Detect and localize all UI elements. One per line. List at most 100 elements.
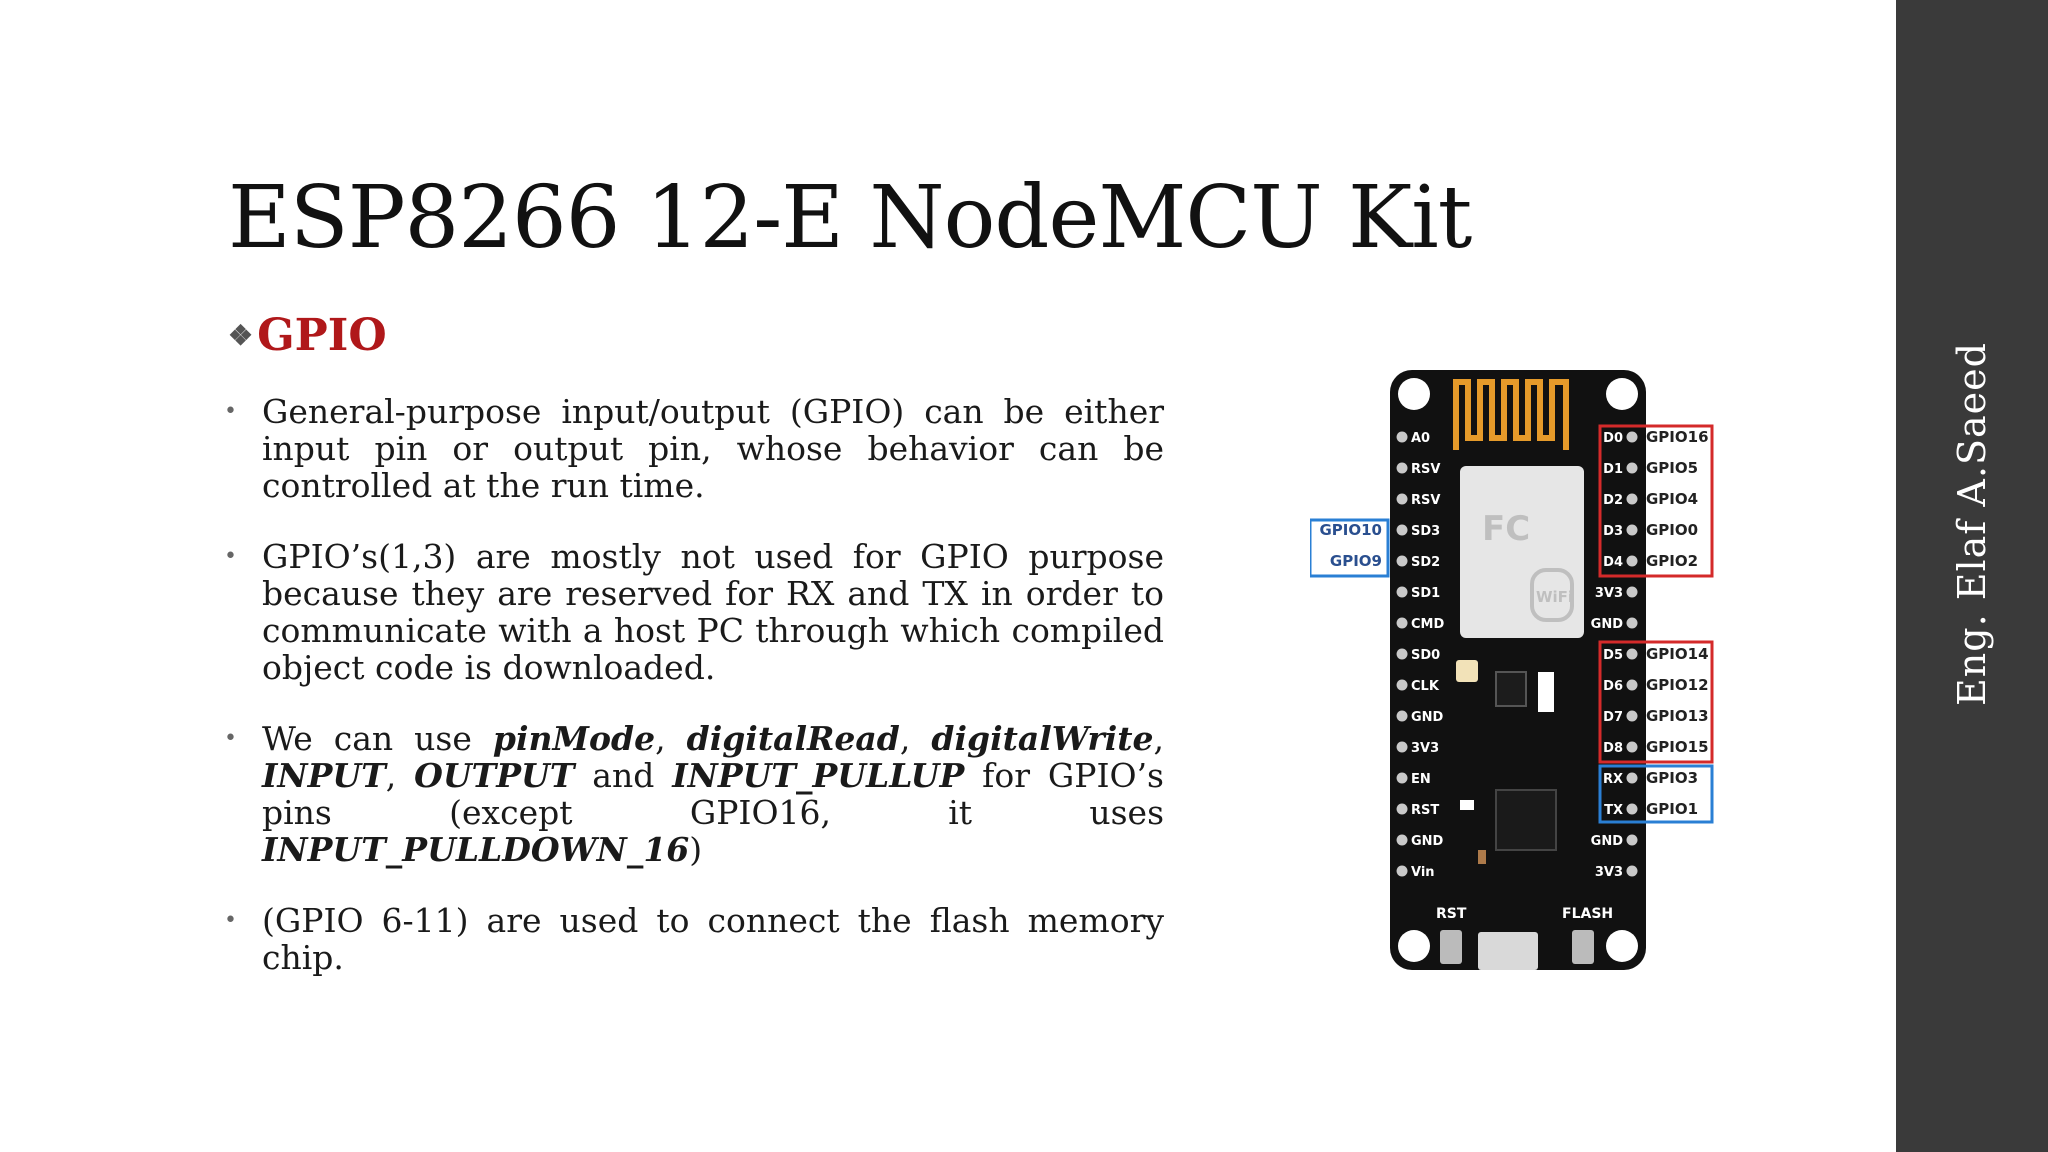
list-item: • GPIO’s(1,3) are mostly not used for GP… <box>220 538 1164 686</box>
right-pin-label: D8 <box>1603 741 1623 756</box>
right-pin-label: D5 <box>1603 648 1623 663</box>
capacitor <box>1538 672 1554 712</box>
pin-pad <box>1626 803 1638 815</box>
pin-pad <box>1396 524 1408 536</box>
diamond-bullet-icon: ❖ <box>228 319 254 352</box>
pin-pad <box>1626 493 1638 505</box>
bullet-text: GPIO’s(1,3) are mostly not used for GPIO… <box>262 537 1164 687</box>
left-pin-label: SD2 <box>1411 555 1440 570</box>
pin-pad <box>1396 834 1408 846</box>
left-pin-label: RST <box>1411 803 1439 818</box>
right-pin-label: GND <box>1591 617 1624 632</box>
antenna-trace <box>1453 379 1569 450</box>
pin-pad <box>1626 524 1638 536</box>
pin-pad <box>1626 462 1638 474</box>
mounting-hole <box>1606 378 1638 410</box>
bullet-text: We can use pinMode, digitalRead, digital… <box>262 720 1164 868</box>
pin-pad <box>1626 617 1638 629</box>
right-pin-label: D1 <box>1603 462 1623 477</box>
gpio-label: GPIO13 <box>1646 707 1709 725</box>
slide-title: ESP8266 12-E NodeMCU Kit <box>228 168 1472 268</box>
right-pin-label: TX <box>1604 803 1623 818</box>
left-pin-label: CMD <box>1411 617 1444 632</box>
gpio-right-top-box <box>1598 424 1714 578</box>
pin-pad <box>1396 586 1408 598</box>
right-pin-label: D3 <box>1603 524 1623 539</box>
right-pin-label: D7 <box>1603 710 1623 725</box>
pin-pad <box>1626 710 1638 722</box>
left-pin-label: SD0 <box>1411 648 1440 663</box>
bullet-list: • General-purpose input/output (GPIO) ca… <box>220 393 1164 1010</box>
text-run: , <box>385 756 415 795</box>
left-pin-label: Vin <box>1411 865 1435 880</box>
left-pin-label: SD3 <box>1411 524 1440 539</box>
gpio-label: GPIO4 <box>1646 490 1698 508</box>
left-pin-label: RSV <box>1411 462 1440 477</box>
text-run: and <box>574 756 673 795</box>
right-pin-label: RX <box>1603 772 1623 787</box>
left-pin-label: RSV <box>1411 493 1440 508</box>
side-bar <box>1896 0 2048 1152</box>
wifi-logo: WiFi <box>1536 588 1573 606</box>
keyword: INPUT_PULLDOWN_16 <box>262 830 690 869</box>
right-pin-label: GND <box>1591 834 1624 849</box>
pin-pad <box>1626 679 1638 691</box>
pin-pad <box>1396 462 1408 474</box>
bullet-text: General-purpose input/output (GPIO) can … <box>262 392 1164 505</box>
left-pin-label: CLK <box>1411 679 1440 694</box>
gpio-right-mid-box <box>1598 640 1714 764</box>
gpio-label: GPIO2 <box>1646 552 1698 570</box>
section-heading: ❖ GPIO <box>228 310 387 361</box>
text-run: , <box>1153 719 1165 758</box>
list-item: • (GPIO 6-11) are used to connect the fl… <box>220 902 1164 976</box>
text-run: for GPIO’s pins (except GPIO16, it uses <box>262 756 1164 832</box>
rst-button[interactable] <box>1440 930 1462 964</box>
pin-pad <box>1396 555 1408 567</box>
keyword: INPUT <box>262 756 386 795</box>
pin-pad <box>1626 741 1638 753</box>
text-run: We can use <box>262 719 493 758</box>
right-pin-label: 3V3 <box>1595 586 1623 601</box>
list-item: • We can use pinMode, digitalRead, digit… <box>220 720 1164 868</box>
text-run: ) <box>689 830 703 869</box>
mounting-hole <box>1606 930 1638 962</box>
pin-pad <box>1626 772 1638 784</box>
bullet-dot-icon: • <box>224 399 237 424</box>
pin-pad <box>1396 803 1408 815</box>
board-body <box>1390 370 1646 970</box>
usb-uart-chip <box>1495 789 1557 851</box>
gpio-label: GPIO14 <box>1646 645 1709 663</box>
gpio-label: GPIO0 <box>1646 521 1698 539</box>
left-pin-label: GND <box>1411 710 1444 725</box>
pin-pad <box>1396 493 1408 505</box>
gpio-right-bottom-box <box>1598 764 1714 824</box>
nodemcu-board-diagram: FC WiFi RST FLASH A0RSVRSVSD3SD2SD1CMDSD… <box>1310 370 1714 970</box>
bullet-dot-icon: • <box>224 908 237 933</box>
keyword: digitalRead <box>686 719 900 758</box>
keyword: OUTPUT <box>414 756 575 795</box>
right-pin-label: D4 <box>1603 555 1623 570</box>
left-pin-label: 3V3 <box>1411 741 1439 756</box>
smd-component <box>1478 850 1486 864</box>
pin-pad <box>1396 710 1408 722</box>
section-heading-label: GPIO <box>257 310 387 361</box>
pin-pad <box>1396 741 1408 753</box>
gpio-left-box <box>1310 518 1390 578</box>
esp-module-shield <box>1460 466 1584 638</box>
smd-component <box>1460 800 1474 810</box>
bullet-dot-icon: • <box>224 726 237 751</box>
flash-button[interactable] <box>1572 930 1594 964</box>
right-pin-label: 3V3 <box>1595 865 1623 880</box>
mounting-hole <box>1398 378 1430 410</box>
pin-pad <box>1396 648 1408 660</box>
pin-pad <box>1626 834 1638 846</box>
author-name: Eng. Elaf A.Saeed <box>1950 342 1994 706</box>
list-item: • General-purpose input/output (GPIO) ca… <box>220 393 1164 504</box>
pin-pad <box>1396 617 1408 629</box>
mounting-hole <box>1398 930 1430 962</box>
pin-pad <box>1626 431 1638 443</box>
bullet-text: (GPIO 6-11) are used to connect the flas… <box>262 901 1164 977</box>
pin-pad <box>1396 865 1408 877</box>
pin-pad <box>1396 431 1408 443</box>
keyword: digitalWrite <box>931 719 1154 758</box>
